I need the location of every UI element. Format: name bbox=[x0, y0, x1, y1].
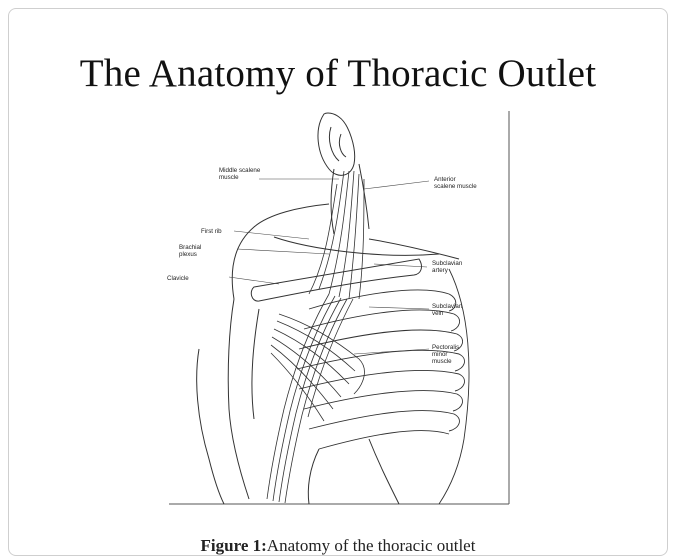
caption-label: Figure 1: bbox=[201, 536, 267, 555]
label-first-rib: First rib bbox=[201, 228, 222, 235]
svg-text:Middle scalene: Middle scalene bbox=[219, 167, 261, 174]
anatomy-illustration: Middle scalene muscle First rib Brachial… bbox=[159, 109, 529, 514]
svg-text:vein: vein bbox=[432, 310, 444, 317]
label-pectoralis-minor-2: minor bbox=[432, 351, 447, 358]
label-middle-scalene-2: muscle bbox=[219, 174, 239, 181]
svg-text:minor: minor bbox=[432, 351, 447, 358]
svg-text:Subclavian: Subclavian bbox=[432, 303, 463, 310]
figure-title: The Anatomy of Thoracic Outlet bbox=[9, 51, 667, 96]
svg-text:scalene muscle: scalene muscle bbox=[434, 183, 477, 190]
svg-text:muscle: muscle bbox=[219, 174, 239, 181]
label-middle-scalene-1: Middle scalene bbox=[219, 167, 261, 174]
label-subclavian-vein-1: Subclavian bbox=[432, 303, 463, 310]
svg-text:Anterior: Anterior bbox=[434, 176, 456, 183]
caption-text: Anatomy of the thoracic outlet bbox=[267, 536, 476, 555]
label-subclavian-artery-1: Subclavian bbox=[432, 260, 463, 267]
label-subclavian-artery-2: artery bbox=[432, 267, 449, 274]
label-pectoralis-minor-3: muscle bbox=[432, 358, 452, 365]
label-clavicle: Clavicle bbox=[167, 275, 189, 282]
label-subclavian-vein-2: vein bbox=[432, 310, 444, 317]
svg-text:Subclavian: Subclavian bbox=[432, 260, 463, 267]
label-anterior-scalene-1: Anterior bbox=[434, 176, 456, 183]
svg-text:plexus: plexus bbox=[179, 251, 197, 258]
svg-text:Pectoralis: Pectoralis bbox=[432, 344, 459, 351]
svg-text:Brachial: Brachial bbox=[179, 244, 201, 251]
svg-text:artery: artery bbox=[432, 267, 449, 274]
neurovascular-bundle bbox=[267, 294, 353, 503]
ear-drawing bbox=[318, 113, 355, 175]
figure-caption: Figure 1:Anatomy of the thoracic outlet bbox=[9, 536, 667, 556]
label-anterior-scalene-2: scalene muscle bbox=[434, 183, 477, 190]
leader-lines bbox=[229, 179, 429, 354]
svg-text:muscle: muscle bbox=[432, 358, 452, 365]
figure-card: The Anatomy of Thoracic Outlet bbox=[8, 8, 668, 556]
scalene-muscles bbox=[309, 171, 364, 299]
label-brachial-plexus-2: plexus bbox=[179, 251, 197, 258]
label-pectoralis-minor-1: Pectoralis bbox=[432, 344, 459, 351]
label-brachial-plexus-1: Brachial bbox=[179, 244, 201, 251]
